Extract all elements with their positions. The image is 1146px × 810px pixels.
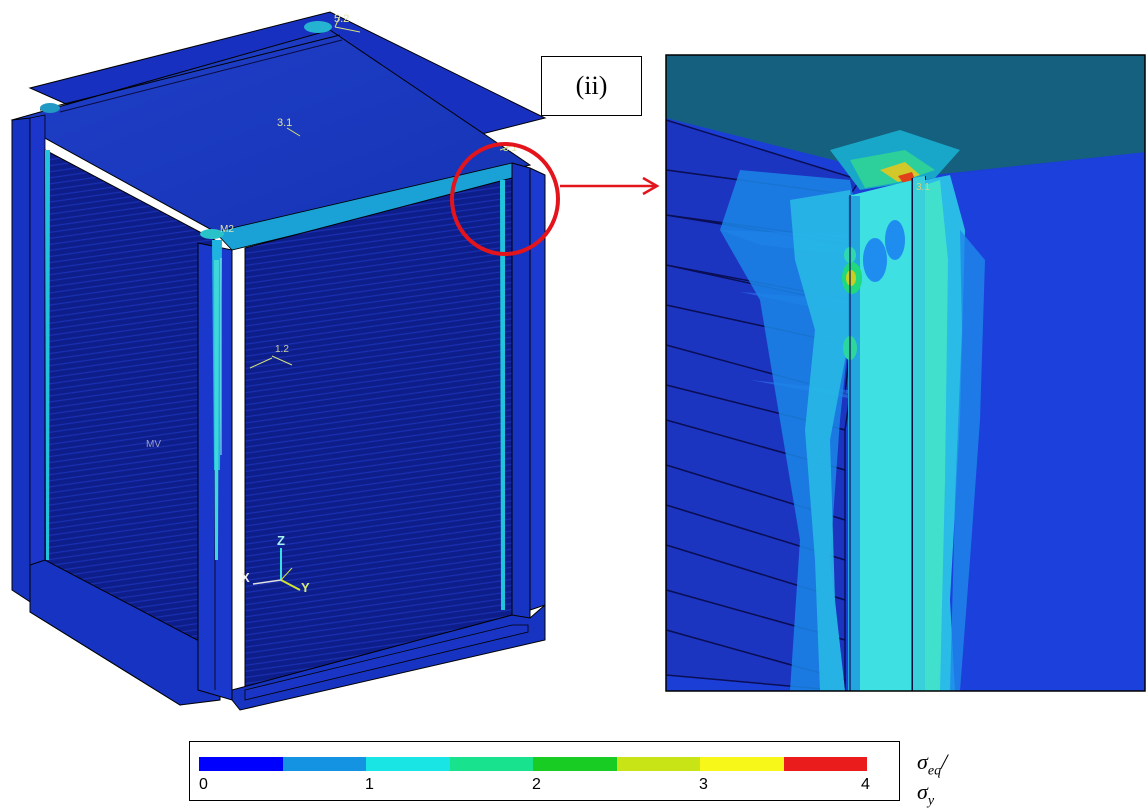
- legend-tick-1: 1: [365, 776, 374, 793]
- panel-tag-text: (ii): [575, 71, 608, 100]
- legend-tick-3: 3: [699, 776, 708, 793]
- model-top-face: [10, 29, 532, 241]
- legend-tick-4: 4: [861, 776, 870, 793]
- axis-z-label: Z: [277, 533, 285, 548]
- axis-x-label: X: [241, 570, 250, 585]
- label-mid-left: M2: [220, 224, 234, 235]
- axis-triad: Z Y X: [241, 533, 310, 595]
- legend-band-1: [282, 757, 366, 771]
- legend-tick-0: 0: [199, 776, 208, 793]
- inset-flange: [848, 180, 913, 691]
- stress-streak-left: [45, 150, 50, 560]
- fe-model: 5.2 3.1 3.1 M2 1.2 MV Z Y X: [10, 11, 547, 711]
- label-center: 1.2: [275, 344, 289, 355]
- legend-band-4: [533, 757, 617, 771]
- legend-band-0: [199, 757, 283, 771]
- legend-band-2: [366, 757, 450, 771]
- label-side: MV: [146, 439, 161, 450]
- legend-color-bar: [199, 757, 867, 771]
- axis-y-label: Y: [301, 580, 310, 595]
- legend-band-5: [616, 757, 700, 771]
- legend-band-7: [783, 757, 867, 771]
- model-right-panel: [244, 177, 513, 691]
- label-top-face: 3.1: [277, 117, 292, 129]
- label-top-right: 3.1: [503, 143, 517, 154]
- color-legend: 0 1 2 3 4 σeq/σy: [189, 741, 947, 809]
- legend-tick-2: 2: [532, 776, 541, 793]
- legend-band-3: [449, 757, 533, 771]
- callout: [450, 142, 660, 256]
- callout-circle: [450, 142, 560, 256]
- label-top-small: 5.2: [334, 13, 349, 25]
- legend-title: σeq/σy: [917, 749, 948, 809]
- callout-arrow-head: [642, 176, 660, 196]
- zoom-inset: 3.1: [665, 54, 1146, 692]
- inset-marker-label: 3.1: [916, 182, 930, 193]
- panel-tag: (ii): [541, 56, 642, 116]
- legend-band-6: [700, 757, 784, 771]
- stress-streak-right: [500, 180, 505, 610]
